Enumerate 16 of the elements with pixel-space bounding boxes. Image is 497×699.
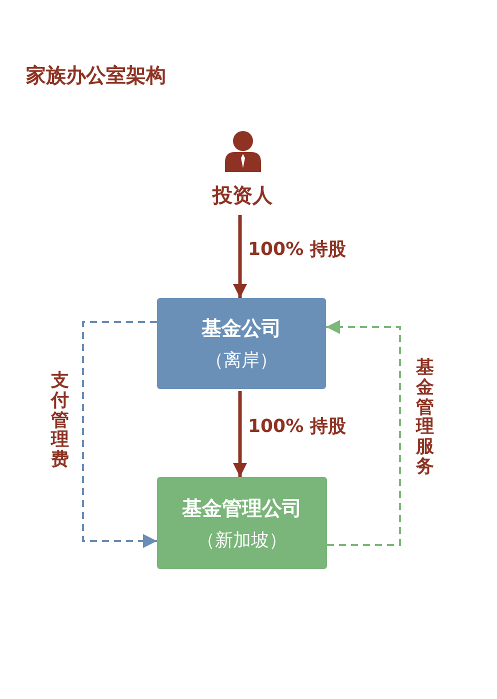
dashed-arrow — [82, 321, 157, 548]
node-subtitle: （新加坡） — [197, 528, 287, 552]
dashed-arrow — [326, 320, 401, 546]
edge-label: 支付管理费 — [51, 371, 69, 470]
process-box — [157, 477, 327, 569]
diagram-title: 家族办公室架构 — [26, 62, 166, 89]
edge-label: 基金管理服务 — [416, 358, 434, 477]
node-title: 基金公司 — [202, 315, 282, 342]
process-box — [157, 298, 326, 389]
node-title: 投资人 — [212, 182, 272, 208]
node-title: 基金管理公司 — [182, 494, 302, 522]
edge-label: 100% 持股 — [248, 414, 346, 438]
arrow — [233, 391, 247, 477]
arrow — [233, 215, 247, 298]
node-subtitle: （离岸） — [206, 349, 278, 372]
edge-label: 100% 持股 — [248, 237, 346, 261]
